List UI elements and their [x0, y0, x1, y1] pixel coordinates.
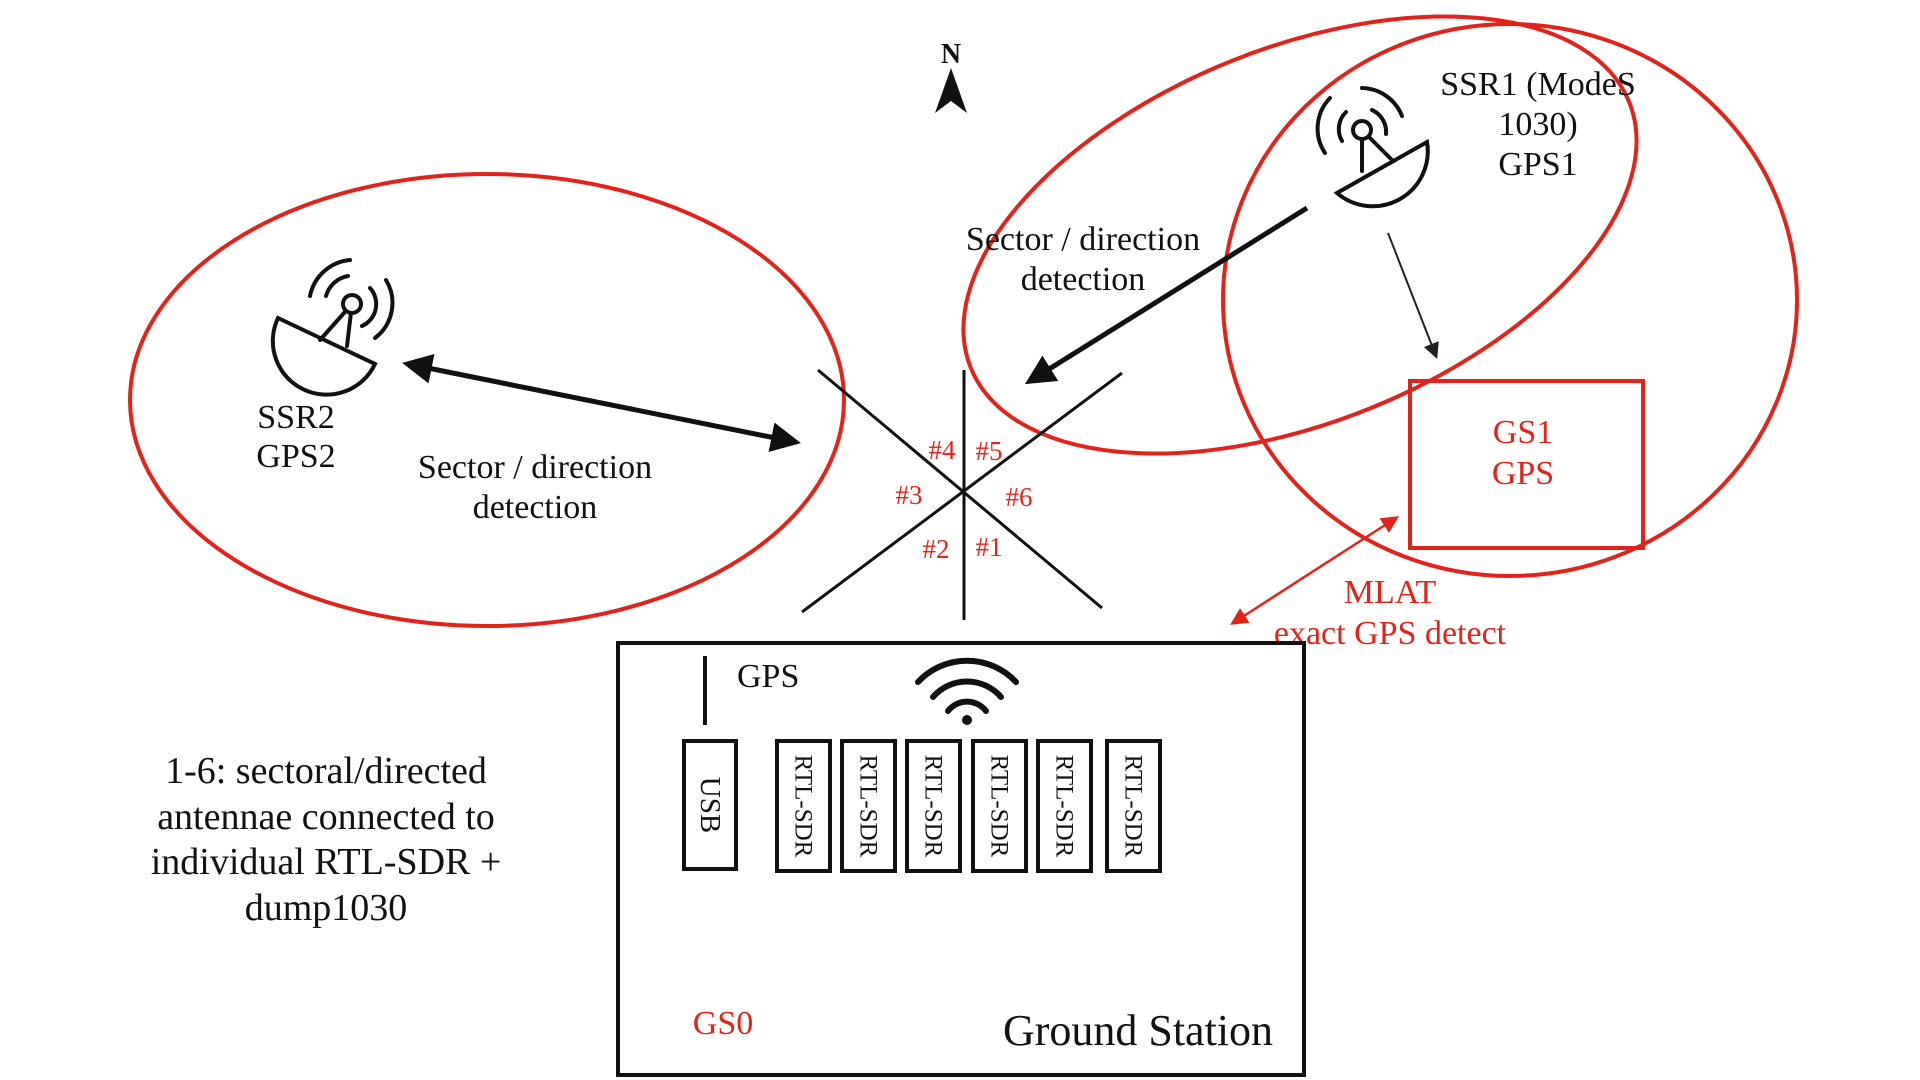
rtl-sdr-label: RTL-SDR [1051, 755, 1078, 858]
ssr1-to-gs1-arrow [1387, 232, 1439, 359]
rtl-sdr-label: RTL-SDR [790, 755, 817, 858]
sector-detection-label-top-line1: Sector / direction [966, 221, 1200, 258]
ssr2-label: SSR2 [257, 399, 335, 436]
rtl-sdr-label: RTL-SDR [986, 755, 1013, 858]
note-line-1: 1-6: sectoral/directed [165, 750, 487, 792]
mlat-label: MLAT [1344, 574, 1437, 611]
sector-label-5: #5 [976, 436, 1003, 466]
rtl-sdr-label: RTL-SDR [855, 755, 882, 858]
rtl-sdr-1: RTL-SDR [775, 739, 832, 873]
rtl-sdr-label: RTL-SDR [1120, 755, 1147, 858]
gps1-label: GPS1 [1498, 146, 1577, 183]
ssr1-label-line2: 1030) [1498, 106, 1577, 143]
gs1-gps-label: GPS [1492, 455, 1554, 492]
ground-station-title: Ground Station [1003, 1006, 1273, 1055]
rtl-sdr-4: RTL-SDR [971, 739, 1028, 873]
sector-detection-label-top-line2: detection [1021, 261, 1146, 298]
gs1-box [1408, 379, 1645, 550]
note-line-4: dump1030 [245, 887, 408, 929]
usb-port: USB [682, 739, 738, 871]
sector-detection-label-left-line2: detection [473, 489, 598, 526]
north-arrow-icon: N [935, 39, 967, 113]
ssr2-coverage-ellipse [128, 172, 846, 628]
sector-detection-label-left-line1: Sector / direction [418, 449, 652, 486]
sector-label-2: #2 [923, 534, 950, 564]
rtl-sdr-label: RTL-SDR [920, 755, 947, 858]
sector-label-4: #4 [929, 435, 957, 465]
north-label: N [941, 39, 961, 70]
mlat-detail-label: exact GPS detect [1274, 615, 1507, 652]
gs1-label: GS1 [1493, 414, 1553, 451]
wifi-icon [915, 657, 1019, 725]
sector-label-3: #3 [896, 480, 923, 510]
sector-antenna-lines [801, 368, 1123, 620]
mlat-arrow [1230, 516, 1399, 625]
note-line-3: individual RTL-SDR + [151, 841, 502, 883]
ssr1-detection-arrow [1024, 205, 1309, 385]
usb-label: USB [694, 777, 726, 833]
gs0-label: GS0 [693, 1005, 753, 1042]
rtl-sdr-3: RTL-SDR [905, 739, 962, 873]
sector-label-6: #6 [1006, 482, 1033, 512]
ssr1-coverage-ellipse-tilted [961, 14, 1639, 456]
note-line-2: antennae connected to [157, 796, 495, 838]
rtl-sdr-2: RTL-SDR [840, 739, 897, 873]
ground-station-box [616, 641, 1306, 1077]
rtl-sdr-5: RTL-SDR [1036, 739, 1093, 873]
ssr1-antenna-icon [1315, 86, 1430, 209]
rtl-sdr-6: RTL-SDR [1105, 739, 1162, 873]
ssr2-detection-arrow [402, 354, 801, 452]
ssr2-antenna-icon [270, 258, 395, 397]
gps-label: GPS [737, 658, 799, 695]
gps2-label: GPS2 [256, 438, 335, 475]
sector-label-1: #1 [976, 532, 1003, 562]
ssr1-label-line1: SSR1 (ModeS [1440, 66, 1636, 103]
